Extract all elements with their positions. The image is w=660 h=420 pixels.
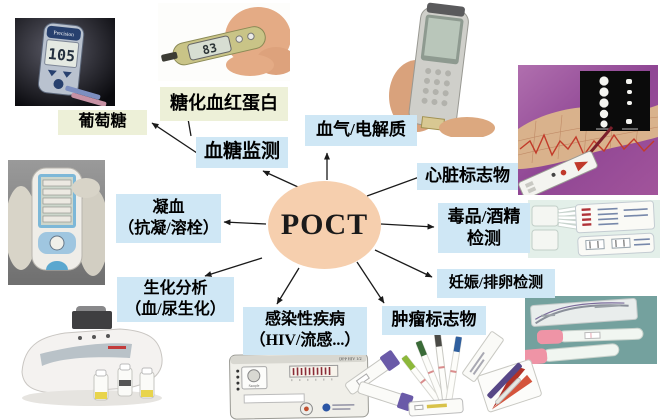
- node-coagulation-line2: （抗凝/溶栓）: [118, 219, 219, 237]
- test-strips: [65, 85, 107, 107]
- pouch-red-fan: [477, 359, 542, 413]
- node-biochem-analysis: 生化分析 （血/尿生化）: [117, 277, 234, 322]
- pointing-finger: [72, 178, 100, 198]
- reagent-vials: [93, 363, 155, 401]
- sample-well: [247, 369, 261, 383]
- node-blood-gas: 血气/电解质: [305, 115, 417, 146]
- multi-strip-panel: [557, 200, 656, 234]
- power-button: [49, 235, 65, 251]
- test-cassette: [518, 150, 598, 200]
- blot-result-inset: [580, 71, 650, 131]
- cassette-flat: [408, 398, 464, 417]
- arrow-to-glucose-monitoring: [262, 170, 299, 188]
- meter-brand-text: Precision: [53, 30, 74, 38]
- node-glucose: 葡萄糖: [58, 110, 147, 135]
- node-pregnancy-ovulation-label: 妊娠/排卵检测: [448, 274, 544, 291]
- printer-module: [72, 311, 112, 329]
- pregnancy-test-photo: [520, 296, 657, 365]
- node-biochem-analysis-line1: 生化分析: [143, 279, 208, 297]
- gloved-hand: [77, 188, 109, 276]
- node-glucose-monitoring-label: 血糖监测: [203, 141, 280, 163]
- arrow-to-infectious: [276, 267, 300, 305]
- id-field: [243, 393, 305, 404]
- node-cardiac-markers: 心脏标志物: [417, 163, 518, 190]
- node-blood-gas-label: 血气/电解质: [316, 120, 406, 140]
- cardiac-marker-ecg-photo: [517, 65, 659, 200]
- blood-gas-analyzer-photo: [375, 0, 500, 139]
- glucose-meter-precision-photo: Precision 105: [15, 18, 115, 107]
- glucose-meter-hand-photo: 83: [158, 3, 296, 81]
- cassette-purple-cap: [357, 381, 414, 411]
- keypad: [421, 67, 452, 107]
- drug-test-panels-photo: [528, 200, 660, 258]
- slim-meter-device: 83: [161, 26, 266, 66]
- strip-fan: [401, 331, 463, 411]
- coagulation-meter-photo: [5, 160, 109, 285]
- arrow-to-tumor: [356, 261, 385, 304]
- arrow-to-glucose: [151, 122, 198, 154]
- test-stick: [536, 327, 644, 345]
- sample-well-label: Sample: [249, 384, 260, 388]
- absorbent-pad: [531, 229, 559, 251]
- cassette-model-text: DPP HIV 1/2: [339, 356, 361, 361]
- poct-center-label: POCT: [280, 208, 369, 241]
- absorbent-pad: [531, 205, 559, 227]
- rapid-test-cassette: DPP HIV 1/2 Sample: [229, 352, 369, 420]
- node-coagulation-line1: 凝血: [152, 198, 185, 216]
- node-drug-alcohol: 毒品/酒精 检测: [438, 203, 530, 253]
- flat-cassette-panel: [577, 232, 655, 257]
- glucose-meter-device: Precision 105: [37, 22, 85, 96]
- node-pregnancy-ovulation: 妊娠/排卵检测: [437, 269, 555, 298]
- node-infectious-disease: 感染性疾病 （HIV/流感...）: [243, 307, 367, 355]
- node-glucose-monitoring: 血糖监测: [196, 137, 288, 168]
- poct-center-node: POCT: [268, 181, 381, 269]
- arrow-to-coagulation: [223, 219, 267, 226]
- arrow-to-pregnancy: [374, 249, 433, 278]
- node-tumor-markers-label: 肿瘤标志物: [391, 310, 477, 330]
- arrow-to-drug: [380, 223, 435, 230]
- arrow-to-biochem: [204, 257, 263, 277]
- node-drug-alcohol-line1: 毒品/酒精: [447, 206, 521, 226]
- coagulation-device: [31, 167, 83, 271]
- node-drug-alcohol-line2: 检测: [467, 229, 501, 248]
- node-coagulation: 凝血 （抗凝/溶栓）: [116, 194, 221, 243]
- node-glucose-label: 葡萄糖: [78, 113, 127, 131]
- strip-package: [462, 331, 504, 382]
- node-infectious-disease-line1: 感染性疾病: [264, 311, 345, 329]
- tumor-marker-strips-photo: [335, 328, 565, 420]
- cassette-purple-cap: [345, 350, 400, 395]
- thumb: [226, 54, 274, 76]
- hiv-test-cassette-photo: DPP HIV 1/2 Sample: [228, 352, 370, 420]
- gloved-hand: [5, 186, 37, 270]
- node-biochem-analysis-line2: （血/尿生化）: [125, 300, 226, 318]
- ecg-trace: [519, 133, 655, 157]
- meter-lcd-reading: 83: [201, 41, 218, 58]
- node-infectious-disease-line2: （HIV/流感...）: [249, 332, 361, 349]
- node-hba1c: 糖化血红蛋白: [160, 87, 288, 121]
- node-tumor-markers: 肿瘤标志物: [382, 306, 486, 335]
- foil-pouch: [530, 297, 638, 327]
- second-hand: [439, 117, 495, 139]
- analyzer-device: [408, 2, 469, 131]
- meter-lcd-reading: 105: [47, 45, 76, 66]
- node-hba1c-label: 糖化血红蛋白: [170, 93, 278, 114]
- node-cardiac-markers-label: 心脏标志物: [425, 166, 510, 186]
